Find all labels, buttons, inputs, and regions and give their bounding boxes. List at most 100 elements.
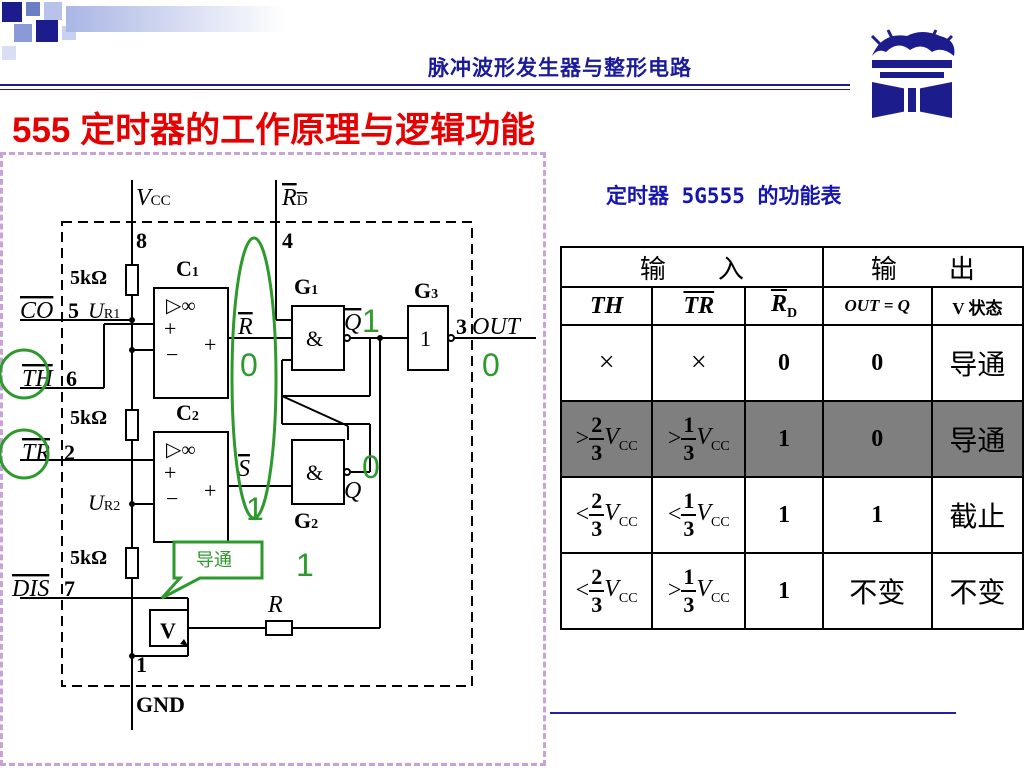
bottom-value: 1 xyxy=(296,547,314,583)
table-caption: 定时器 5G555 的功能表 xyxy=(606,184,842,208)
vcc: VCC xyxy=(604,499,638,530)
cell-out: 1 xyxy=(821,476,933,554)
rd-sub: D xyxy=(297,193,308,209)
svg-text:G3: G3 xyxy=(414,278,438,303)
bottom-rule xyxy=(550,712,956,714)
num: 1 xyxy=(681,490,697,516)
c2-minus: − xyxy=(166,486,178,511)
pin-4: 4 xyxy=(282,228,293,253)
vcc-sub: CC xyxy=(711,438,730,454)
col-tr: TR xyxy=(651,286,747,326)
sbar-label: S xyxy=(238,456,250,482)
pin-1: 1 xyxy=(136,652,147,677)
c2-amp-symbol: ▷∞ xyxy=(166,439,196,461)
col-th: TH xyxy=(559,286,654,326)
col-v: V 状态 xyxy=(930,286,1024,326)
highlight-ellipse xyxy=(230,236,278,520)
tr-highlight-circle xyxy=(0,428,50,480)
cell-th: × xyxy=(559,324,654,402)
c1-minus: − xyxy=(166,342,178,367)
vcc-v: V xyxy=(604,499,619,526)
header-rule-thin xyxy=(0,89,850,90)
cell-v: 截止 xyxy=(930,476,1024,554)
dis-label: DIS xyxy=(11,576,49,602)
cmp: < xyxy=(575,501,590,528)
r-label: R xyxy=(267,592,283,618)
vcc-sub: CC xyxy=(151,193,171,209)
qbar-value: 1 xyxy=(362,303,380,339)
cmp: > xyxy=(667,425,682,452)
svg-text:C2: C2 xyxy=(176,400,199,425)
cell-rd: 0 xyxy=(744,324,824,402)
vcc-v: V xyxy=(696,423,712,450)
ur2-sub: R2 xyxy=(104,499,120,514)
vcc-label: V xyxy=(136,185,153,211)
cmp: > xyxy=(667,577,682,604)
g1-sub: 1 xyxy=(311,283,318,298)
g2-and-symbol: & xyxy=(306,460,323,485)
q-label: Q xyxy=(344,478,361,504)
cell-out: 不变 xyxy=(821,552,933,630)
pin-6: 6 xyxy=(66,366,77,391)
cell-rd: 1 xyxy=(744,476,824,554)
res-top: 5kΩ xyxy=(70,267,107,289)
vcc-sub: CC xyxy=(618,514,638,530)
c2-out-plus: + xyxy=(204,478,216,503)
c2-plus: + xyxy=(164,460,176,485)
vcc: VCC xyxy=(696,575,730,606)
qbar-label: Q xyxy=(344,310,361,336)
svg-text:C1: C1 xyxy=(176,256,199,281)
callout-box xyxy=(160,540,264,600)
vcc: VCC xyxy=(604,575,638,606)
rbar-label: R xyxy=(237,314,253,340)
callout-text: 导通 xyxy=(196,550,232,570)
ur2-label: U xyxy=(88,490,106,515)
c1-out-plus: + xyxy=(204,332,216,357)
vcc: VCC xyxy=(696,500,729,530)
cell-tr: × xyxy=(651,324,747,402)
sbar-value: 1 xyxy=(246,491,264,527)
table-row: × × 0 0 导通 xyxy=(559,324,1024,402)
pin-2: 2 xyxy=(64,440,75,465)
vcc-v: V xyxy=(696,575,712,602)
v-label: V xyxy=(160,618,176,643)
vcc-sub: CC xyxy=(618,590,638,606)
den: 3 xyxy=(683,592,695,617)
pin-7: 7 xyxy=(64,576,75,601)
dragon-book-emblem-icon xyxy=(870,29,955,118)
c2-sub: 2 xyxy=(192,409,199,424)
cmp: < xyxy=(667,501,682,528)
g1-label: G xyxy=(294,274,311,299)
num: 2 xyxy=(589,566,605,592)
out-label: OUT xyxy=(472,314,522,340)
svg-text:G2: G2 xyxy=(294,508,318,533)
th-highlight-circle xyxy=(0,348,50,400)
vcc-sub: CC xyxy=(711,590,730,606)
svg-text:VCC: VCC xyxy=(136,185,171,211)
header-rule xyxy=(0,84,850,86)
gnd-label: GND xyxy=(136,692,185,717)
c1-label: C xyxy=(176,256,192,281)
den: 3 xyxy=(591,440,603,465)
svg-text:UR1: UR1 xyxy=(88,298,120,323)
col-rd-text: R xyxy=(770,290,787,317)
g2-sub: 2 xyxy=(311,517,318,532)
g1-and-symbol: & xyxy=(306,326,323,351)
vcc-v: V xyxy=(604,575,619,602)
col-th-text: TH xyxy=(589,292,624,319)
col-tr-text: TR xyxy=(683,292,715,319)
pin-8: 8 xyxy=(136,228,147,253)
input-group-header: 输 入 xyxy=(560,246,824,288)
cell-v: 不变 xyxy=(930,552,1024,630)
q-value: 0 xyxy=(362,449,380,485)
res-bot: 5kΩ xyxy=(70,547,107,569)
